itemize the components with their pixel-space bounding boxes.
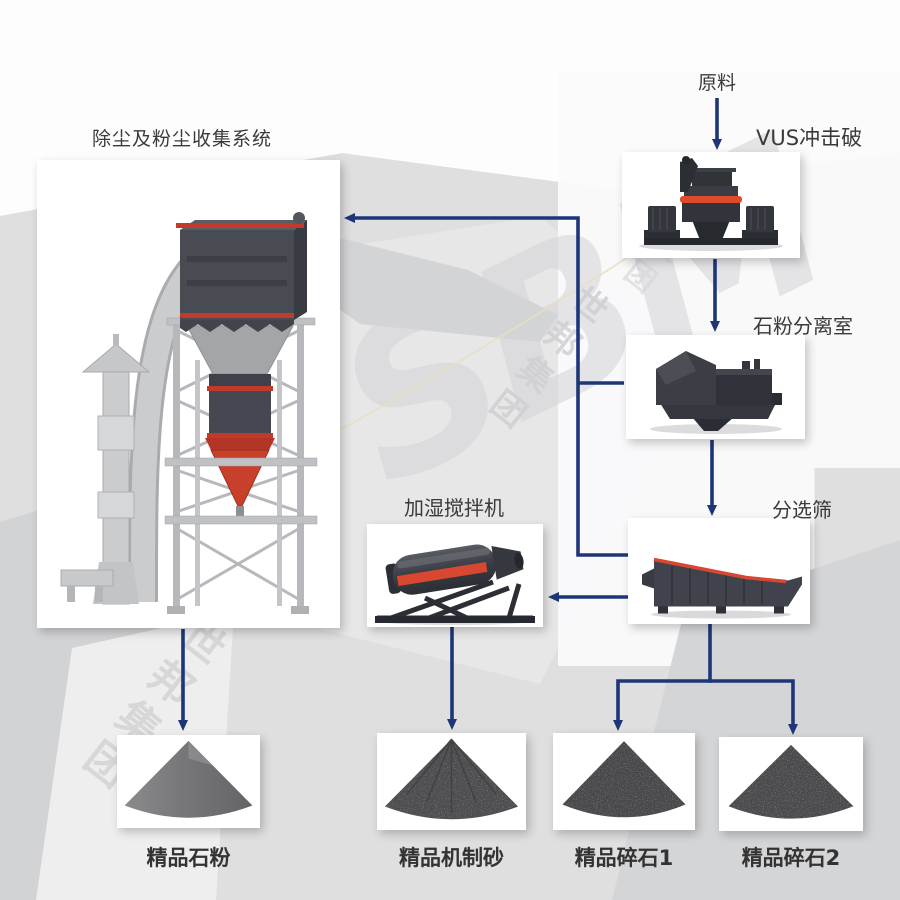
label-humidifying-mixer: 加湿搅拌机 xyxy=(404,496,504,520)
mixer-image xyxy=(375,544,535,625)
label-stone-powder-separator: 石粉分离室 xyxy=(753,314,853,338)
separator-image xyxy=(650,351,782,434)
label-pile-gravel-2: 精品碎石2 xyxy=(741,846,841,870)
dust-collector-image xyxy=(60,212,318,614)
label-pile-gravel-1: 精品碎石1 xyxy=(574,846,674,870)
label-dust-collection-system: 除尘及粉尘收集系统 xyxy=(92,128,273,150)
sorting-screen-image xyxy=(642,557,802,619)
node-pile-gravel-2 xyxy=(719,737,863,831)
gravel-pile-1-image xyxy=(562,741,686,818)
vus-crusher-image xyxy=(639,156,783,251)
stone-powder-pile-image xyxy=(124,740,253,818)
machine-sand-pile-image xyxy=(384,738,519,820)
node-vus-crusher xyxy=(622,152,800,258)
node-sorting-screen xyxy=(628,518,810,624)
watermark-company-text: 世邦集团 xyxy=(474,276,615,440)
label-vus-crusher: VUS冲击破 xyxy=(756,126,863,150)
label-sorting-screen: 分选筛 xyxy=(772,498,832,522)
node-pile-gravel-1 xyxy=(553,733,695,830)
arrow-screen-to-gravel1 xyxy=(613,679,712,731)
node-pile-stone-powder xyxy=(117,735,260,828)
label-pile-machine-sand: 精品机制砂 xyxy=(399,846,504,870)
label-raw-material: 原料 xyxy=(697,72,736,94)
node-pile-machine-sand xyxy=(377,733,526,830)
node-dust-collection-system xyxy=(37,160,340,628)
node-stone-powder-separator xyxy=(626,335,805,439)
label-pile-stone-powder: 精品石粉 xyxy=(146,846,231,870)
gravel-pile-2-image xyxy=(728,744,854,819)
arrow-screen-to-gravel2 xyxy=(708,679,798,735)
node-humidifying-mixer xyxy=(367,524,543,627)
